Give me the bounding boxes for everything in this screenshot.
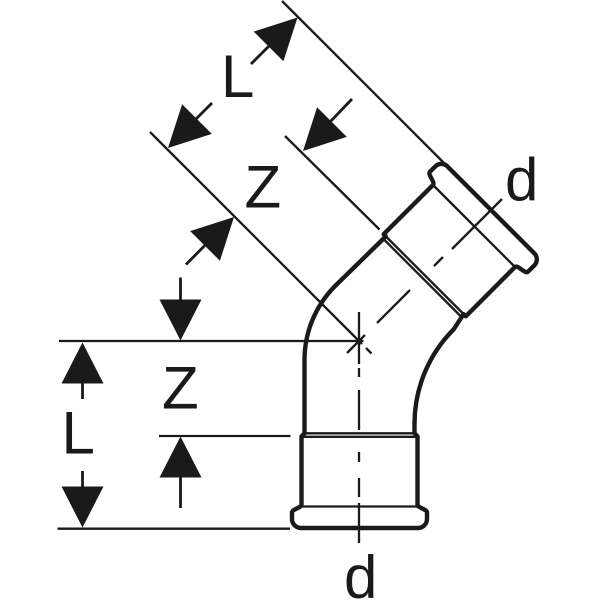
svg-text:L: L bbox=[62, 400, 95, 467]
svg-text:Z: Z bbox=[245, 154, 282, 221]
svg-text:d: d bbox=[505, 146, 538, 213]
svg-text:Z: Z bbox=[162, 355, 199, 422]
svg-text:d: d bbox=[344, 544, 377, 600]
svg-text:L: L bbox=[221, 43, 254, 110]
